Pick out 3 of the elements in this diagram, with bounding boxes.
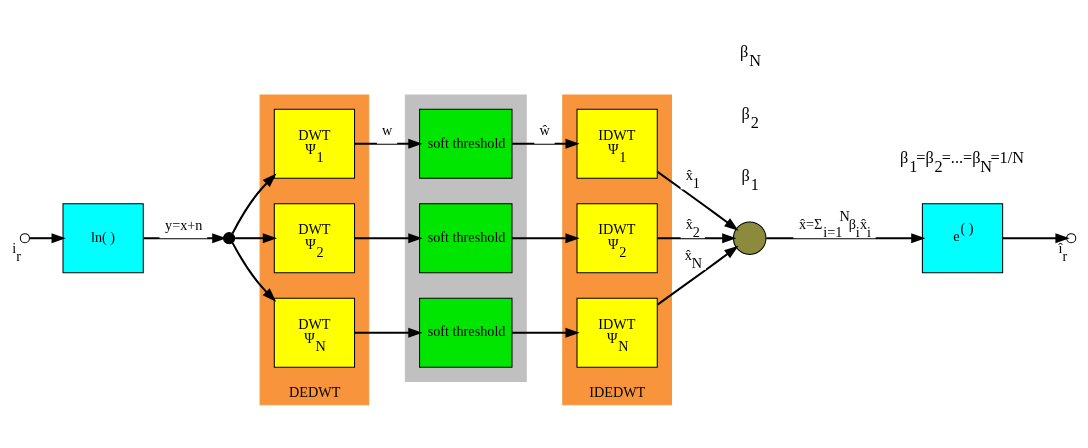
edge-label: y=x+n — [165, 216, 203, 233]
edge-label: w — [381, 121, 393, 138]
edge-label: ŵ — [539, 121, 550, 138]
